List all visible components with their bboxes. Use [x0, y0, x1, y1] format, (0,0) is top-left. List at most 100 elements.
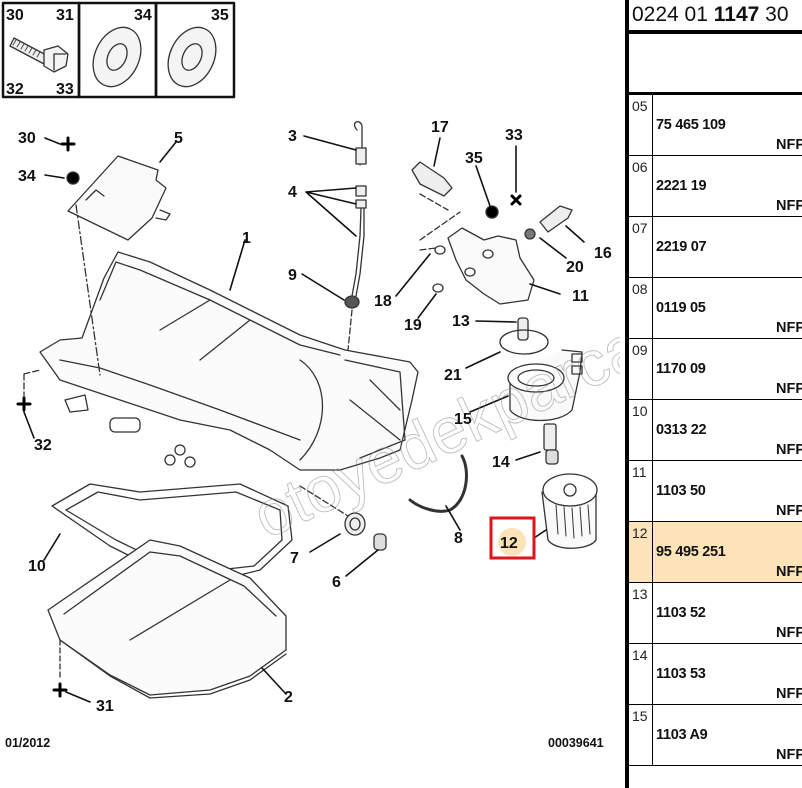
- seal-8: [408, 454, 468, 513]
- callout-34[interactable]: 34: [18, 168, 36, 185]
- oil-filter-housing-11: [447, 227, 535, 305]
- callout-35[interactable]: 35: [465, 150, 483, 167]
- reference-bold: 1147: [713, 3, 760, 26]
- legend-label-32: 32: [6, 81, 24, 98]
- row-number: 11: [629, 461, 653, 521]
- callout-6[interactable]: 6: [332, 574, 341, 591]
- washer-icon: [92, 26, 142, 88]
- row-number: 07: [629, 217, 653, 277]
- bolt-symbol-32: [16, 396, 32, 412]
- callout-2[interactable]: 2: [284, 689, 293, 706]
- part-reference: 1103 53: [656, 666, 706, 682]
- callout-16[interactable]: 16: [594, 245, 612, 262]
- part-note: NFP: [776, 625, 802, 641]
- washer-icon: [167, 26, 217, 88]
- callout-11[interactable]: 11: [572, 288, 589, 305]
- row-number: 05: [629, 95, 653, 155]
- callout-21[interactable]: 21: [444, 367, 462, 384]
- drain-plug-6: [373, 533, 387, 551]
- lower-oil-sump-2: [47, 539, 287, 699]
- callout-5[interactable]: 5: [174, 130, 183, 147]
- part-reference: 1170 09: [656, 361, 706, 377]
- exploded-parts-diagram: otoyedekparca.com 30 34 5 1 3 4 9 17 35 …: [1, 1, 620, 750]
- o-ring-19: [432, 283, 444, 293]
- diagram-date: 01/2012: [5, 736, 50, 750]
- callout-15[interactable]: 15: [454, 411, 472, 428]
- part-reference: 0119 05: [656, 300, 706, 316]
- drain-plug-seal-7: [344, 512, 366, 536]
- callout-33[interactable]: 33: [505, 127, 523, 144]
- part-reference: 2219 07: [656, 239, 707, 255]
- baffle-plate-5: [67, 155, 171, 241]
- oil-cooler-15: [507, 349, 583, 422]
- legend-label-31: 31: [56, 7, 74, 24]
- reference-prefix: 0224 01: [632, 3, 714, 26]
- callout-9[interactable]: 9: [288, 267, 297, 284]
- part-reference: 2221 19: [656, 178, 707, 194]
- upper-oil-sump-1: [39, 251, 419, 471]
- callout-30[interactable]: 30: [18, 130, 36, 147]
- bolt-symbol-30: [60, 136, 76, 152]
- oil-temp-sensor-16: [539, 205, 573, 233]
- part-note: NFP: [776, 320, 802, 336]
- oil-pressure-sensor-17: [411, 161, 453, 197]
- row-number: 06: [629, 156, 653, 216]
- legend-label-30: 30: [6, 7, 24, 24]
- part-note: NFP: [776, 381, 802, 397]
- callout-1[interactable]: 1: [242, 230, 251, 247]
- part-note: NFP: [776, 564, 802, 580]
- part-note: NFP: [776, 686, 802, 702]
- callout-8[interactable]: 8: [454, 530, 463, 547]
- dipstick-3-4: [344, 121, 367, 351]
- row-number: 12: [629, 522, 653, 582]
- selected-callout-12[interactable]: 12: [489, 516, 536, 560]
- bolt-symbol-33: [510, 194, 522, 206]
- callout-14[interactable]: 14: [492, 454, 510, 471]
- callout-18[interactable]: 18: [374, 293, 392, 310]
- callout-31[interactable]: 31: [96, 698, 114, 715]
- washer-symbol-35: [485, 205, 499, 219]
- bolt-icon: [9, 37, 69, 73]
- callout-19[interactable]: 19: [404, 317, 422, 334]
- row-number: 09: [629, 339, 653, 399]
- callout-20[interactable]: 20: [566, 259, 584, 276]
- callout-10[interactable]: 10: [28, 558, 46, 575]
- bolt-symbol-31: [52, 682, 68, 698]
- callout-32[interactable]: 32: [34, 437, 52, 454]
- callout-13[interactable]: 13: [452, 313, 470, 330]
- seal-20: [524, 228, 536, 240]
- part-reference: 95 495 251: [656, 544, 726, 560]
- part-note: NFP: [776, 442, 802, 458]
- row-number: 14: [629, 644, 653, 704]
- part-note: NFP: [776, 747, 802, 763]
- drawing-number: 00039641: [548, 736, 604, 750]
- callout-7[interactable]: 7: [290, 550, 299, 567]
- part-reference: 0313 22: [656, 422, 707, 438]
- reference-suffix: 30: [759, 3, 789, 26]
- legend-label-33: 33: [56, 81, 74, 98]
- part-reference: 1103 50: [656, 483, 706, 499]
- fastener-legend: [1, 1, 236, 99]
- part-reference: 1103 A9: [656, 727, 708, 743]
- callout-3[interactable]: 3: [288, 128, 297, 145]
- part-note: NFP: [776, 137, 802, 153]
- row-number: 13: [629, 583, 653, 643]
- callout-17[interactable]: 17: [431, 119, 449, 136]
- union-screw-14: [543, 423, 559, 465]
- part-note: NFP: [776, 198, 802, 214]
- row-number: 08: [629, 278, 653, 338]
- callout-4[interactable]: 4: [288, 184, 297, 201]
- callout-12[interactable]: 12: [500, 535, 518, 552]
